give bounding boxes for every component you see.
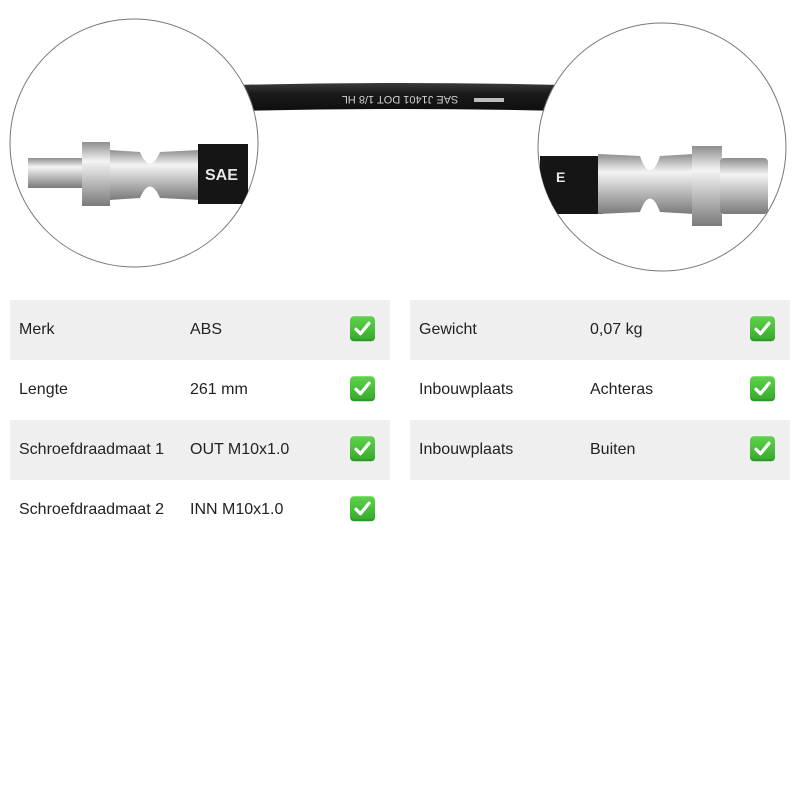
spec-row: Schroefdraadmaat 2 INN M10x1.0	[10, 480, 390, 540]
spec-value: 261 mm	[190, 381, 248, 398]
spec-label: Schroefdraadmaat 2	[19, 501, 164, 518]
spec-row: Lengte 261 mm	[10, 360, 390, 420]
hose: SAE J1401 DOT 1/8 HL	[140, 83, 660, 114]
spec-value: Achteras	[590, 381, 654, 398]
spec-table-left: Merk ABS Lengte 261 mm Schroefdraadmaat 1 OUT…	[10, 300, 390, 540]
zoom-right-print: E	[556, 169, 565, 185]
spec-label: Schroefdraadmaat 1	[19, 441, 164, 458]
check-icon	[350, 316, 375, 342]
spec-value: INN M10x1.0	[190, 501, 284, 518]
hose-print: SAE J1401 DOT 1/8 HL	[342, 93, 459, 105]
spec-row: Merk ABS	[10, 300, 390, 360]
spec-label: Inbouwplaats	[419, 381, 514, 398]
check-icon	[750, 316, 775, 342]
spec-row: Inbouwplaats Buiten	[410, 420, 790, 480]
spec-row: Gewicht 0,07 kg	[410, 300, 790, 360]
spec-label: Inbouwplaats	[419, 441, 514, 458]
product-image: SAE J1401 DOT 1/8 HL SAE	[0, 0, 800, 290]
check-icon	[350, 376, 375, 402]
spec-row: Inbouwplaats Achteras	[410, 360, 790, 420]
spec-value: OUT M10x1.0	[190, 441, 290, 458]
spec-row: Schroefdraadmaat 1 OUT M10x1.0	[10, 420, 390, 480]
spec-label: Lengte	[19, 381, 68, 398]
check-icon	[750, 436, 775, 462]
spec-value: Buiten	[590, 441, 636, 458]
check-icon	[350, 496, 375, 522]
spec-label: Merk	[19, 321, 55, 338]
right-zoom-circle: E	[537, 22, 787, 272]
spec-value: ABS	[190, 321, 223, 338]
brake-hose-illustration: SAE J1401 DOT 1/8 HL SAE	[9, 18, 787, 272]
left-zoom-circle: SAE	[9, 18, 259, 268]
zoom-left-print: SAE	[205, 167, 238, 184]
spec-label: Gewicht	[419, 321, 477, 338]
spec-value: 0,07 kg	[590, 321, 643, 338]
check-icon	[350, 436, 375, 462]
check-icon	[750, 376, 775, 402]
